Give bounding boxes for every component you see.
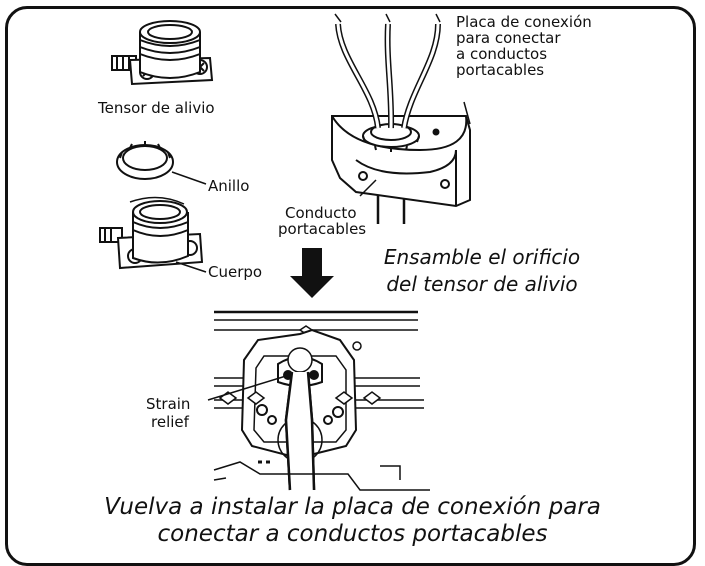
installed-assembly-illustration	[207, 310, 430, 491]
caption-final: Vuelva a instalar la placa de conexión p…	[20, 494, 685, 548]
label-placa-line-1: Placa de conexión	[456, 13, 592, 31]
label-placa-line-4: portacables	[456, 61, 545, 79]
caption-ensamble-line-2: del tensor de alivio	[386, 272, 578, 296]
label-conducto-line-2: portacables	[278, 220, 367, 238]
label-strain-line-2: relief	[151, 413, 189, 431]
label-tensor-de-alivio: Tensor de alivio	[98, 99, 215, 117]
strain-relief-fitting-illustration	[111, 20, 214, 86]
label-strain-line-1: Strain	[146, 395, 191, 413]
down-arrow-icon	[290, 248, 334, 298]
locknut-ring-illustration	[116, 141, 207, 185]
diagram-artwork	[99, 13, 471, 491]
caption-final-line-2: conectar a conductos portacables	[157, 521, 548, 547]
strain-relief-body-illustration	[99, 196, 207, 273]
label-placa-line-3: a conductos	[456, 45, 548, 63]
caption-ensamble-line-1: Ensamble el orificio	[383, 245, 581, 269]
label-conducto-line-1: Conducto	[285, 204, 357, 222]
label-placa-line-2: para conectar	[456, 29, 561, 47]
label-cuerpo: Cuerpo	[208, 263, 263, 281]
connection-plate-illustration	[331, 13, 471, 224]
label-anillo: Anillo	[208, 177, 250, 195]
caption-final-line-1: Vuelva a instalar la placa de conexión p…	[104, 494, 601, 520]
